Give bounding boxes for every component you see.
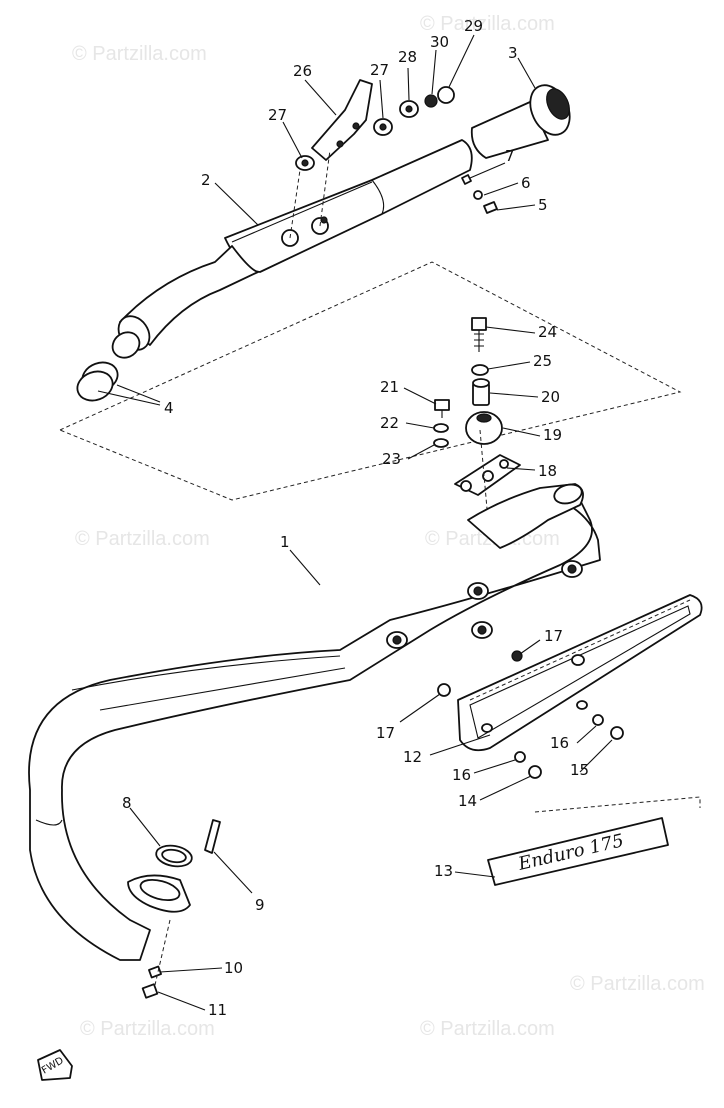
- callout-22: 22: [380, 414, 399, 432]
- callout-9: 9: [255, 896, 265, 914]
- fwd-arrow-icon: FWD: [37, 1049, 73, 1081]
- callout-13: 13: [434, 862, 453, 880]
- callout-26: 26: [293, 62, 312, 80]
- callout-16: 16: [452, 766, 471, 784]
- watermark: © Partzilla.com: [75, 528, 210, 550]
- callout-28: 28: [398, 48, 417, 66]
- callout-19: 19: [543, 426, 562, 444]
- expansion-chamber: [28, 483, 601, 999]
- callout-17: 17: [544, 627, 563, 645]
- callout-27: 27: [370, 61, 389, 79]
- callout-labels: 1 2 3 4 5 6 7 8 9 10 11 12 13 14 15 16 1…: [122, 17, 589, 1019]
- callout-29: 29: [464, 17, 483, 35]
- callout-1: 1: [280, 533, 290, 551]
- callout-15: 15: [570, 761, 589, 779]
- callout-7: 7: [505, 147, 515, 165]
- callout-5: 5: [538, 196, 548, 214]
- callout-18: 18: [538, 462, 557, 480]
- callout-17: 17: [376, 724, 395, 742]
- callout-6: 6: [521, 174, 531, 192]
- silencer-assembly: [76, 79, 571, 402]
- callout-25: 25: [533, 352, 552, 370]
- silencer-group-frame: [58, 261, 682, 501]
- callout-2: 2: [201, 171, 211, 189]
- callout-27: 27: [268, 106, 287, 124]
- callout-12: 12: [403, 748, 422, 766]
- watermark: © Partzilla.com: [570, 973, 705, 995]
- watermark: © Partzilla.com: [72, 43, 207, 65]
- callout-8: 8: [122, 794, 132, 812]
- watermark: © Partzilla.com: [80, 1018, 215, 1040]
- decal: Enduro 175: [487, 796, 701, 886]
- callout-14: 14: [458, 792, 477, 810]
- heat-guard: [457, 594, 703, 779]
- leader-lines: [97, 34, 613, 1011]
- callout-23: 23: [382, 450, 401, 468]
- callout-4: 4: [164, 399, 174, 417]
- watermark: © Partzilla.com: [420, 13, 555, 35]
- callout-3: 3: [508, 44, 518, 62]
- mount-stack: [433, 317, 521, 521]
- callout-30: 30: [430, 33, 449, 51]
- callout-11: 11: [208, 1001, 227, 1019]
- callout-21: 21: [380, 378, 399, 396]
- watermark: © Partzilla.com: [420, 1018, 555, 1040]
- callout-20: 20: [541, 388, 560, 406]
- callout-10: 10: [224, 959, 243, 977]
- callout-24: 24: [538, 323, 557, 341]
- callout-16: 16: [550, 734, 569, 752]
